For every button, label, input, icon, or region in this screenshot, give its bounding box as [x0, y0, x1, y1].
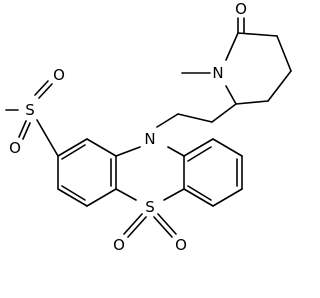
- bond: [183, 188, 214, 207]
- bond: [267, 70, 292, 102]
- bond: [163, 188, 185, 201]
- bond: [115, 146, 141, 157]
- bond: [156, 113, 179, 128]
- bond: [183, 138, 214, 157]
- atom-labels: N N O S O O S O O: [9, 0, 247, 254]
- bond: [123, 213, 143, 235]
- atom-O-top: O: [53, 66, 65, 84]
- bond: [212, 138, 243, 157]
- bond: [177, 113, 213, 123]
- bond: [86, 138, 117, 157]
- bond: [225, 85, 237, 105]
- atom-N-ring: N: [144, 130, 155, 148]
- atom-O-ring-left: O: [113, 236, 125, 254]
- bond: [235, 100, 269, 105]
- bond: [34, 80, 49, 96]
- bond: [212, 188, 243, 207]
- bond: [18, 120, 27, 138]
- atom-O-ring-right: O: [175, 236, 187, 254]
- bond: [187, 146, 212, 162]
- atom-N-amide: N: [212, 64, 223, 82]
- bond: [22, 122, 31, 140]
- bond: [276, 35, 292, 72]
- atom-O-carbonyl: O: [235, 0, 247, 18]
- atom-S-sulfone-ring: S: [145, 198, 155, 216]
- bond: [86, 188, 117, 207]
- molecular-structure: N N O S O O S O O: [5, 0, 292, 254]
- bond: [115, 188, 137, 201]
- bond: [153, 216, 173, 238]
- bonds: [5, 17, 292, 238]
- atom-S-methylsulfonyl: S: [25, 101, 35, 119]
- bond: [36, 119, 59, 157]
- bond: [167, 146, 185, 157]
- bond: [61, 185, 86, 201]
- bond: [57, 188, 88, 207]
- bond: [38, 83, 53, 99]
- bond: [61, 144, 86, 160]
- bond: [127, 216, 147, 238]
- bond: [211, 103, 237, 123]
- bond: [187, 185, 212, 201]
- bond: [57, 138, 88, 157]
- atom-O-bottom: O: [9, 139, 21, 157]
- bond: [225, 32, 239, 61]
- bond: [157, 213, 177, 235]
